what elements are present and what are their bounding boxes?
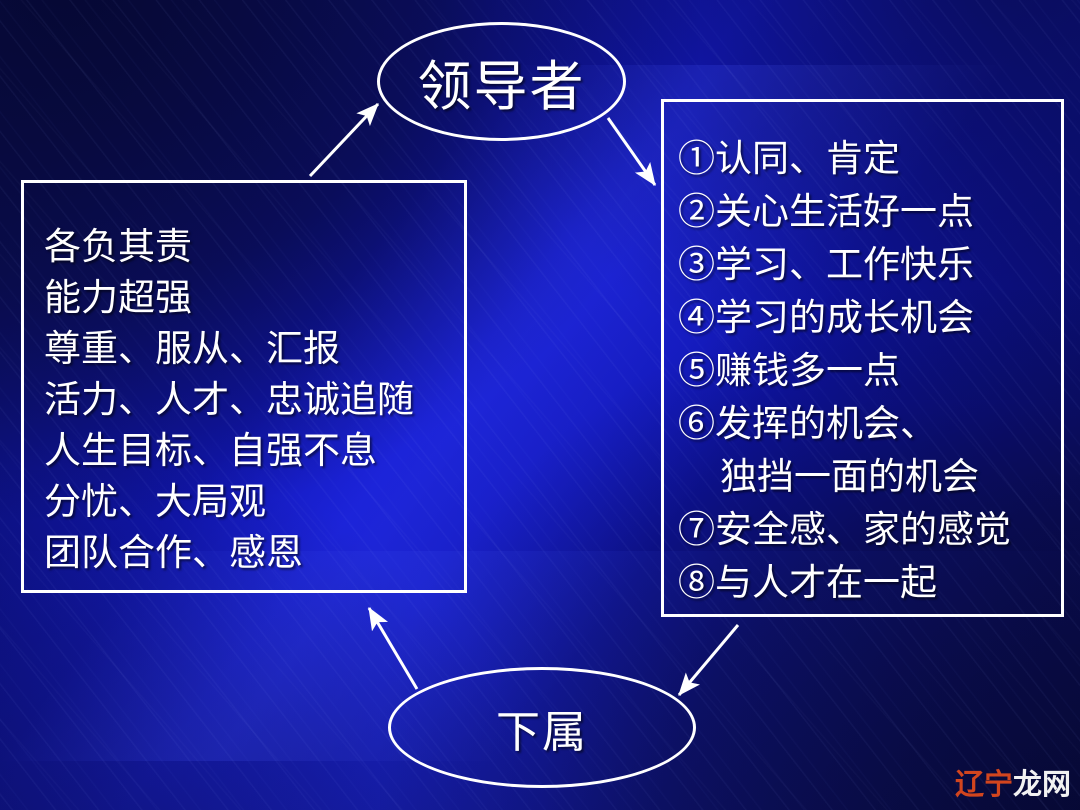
list-item: 人生目标、自强不息	[44, 429, 377, 472]
list-item: ⑤赚钱多一点	[678, 349, 900, 392]
watermark: 辽宁龙网	[955, 770, 1071, 799]
list-item: ⑥发挥的机会、	[678, 402, 937, 445]
list-item: 尊重、服从、汇报	[44, 327, 340, 370]
node-leader[interactable]: 领导者	[377, 22, 626, 141]
list-item: 各负其责	[44, 225, 192, 268]
box-leader-expectations[interactable]: 各负其责 能力超强 尊重、服从、汇报 活力、人才、忠诚追随 人生目标、自强不息 …	[21, 180, 467, 593]
list-item: 独挡一面的机会	[720, 455, 979, 498]
watermark-part-one: 辽宁	[954, 767, 1013, 801]
node-subordinate[interactable]: 下属	[388, 667, 696, 788]
list-item: 活力、人才、忠诚追随	[44, 378, 414, 421]
node-subordinate-label: 下属	[496, 706, 588, 758]
list-item: ④学习的成长机会	[678, 296, 974, 339]
node-leader-label: 领导者	[417, 55, 586, 118]
list-item: ③学习、工作快乐	[678, 243, 974, 286]
subordinate-expectations-list: ①认同、肯定 ②关心生活好一点 ③学习、工作快乐 ④学习的成长机会 ⑤赚钱多一点…	[678, 132, 1061, 609]
watermark-part-two: 龙网	[1012, 767, 1071, 801]
leader-expectations-list: 各负其责 能力超强 尊重、服从、汇报 活力、人才、忠诚追随 人生目标、自强不息 …	[44, 221, 464, 578]
list-item: ⑧与人才在一起	[678, 561, 937, 604]
list-item: 分忧、大局观	[44, 480, 266, 523]
list-item: 能力超强	[44, 276, 192, 319]
list-item: 团队合作、感恩	[44, 531, 303, 574]
list-item: ⑦安全感、家的感觉	[678, 508, 1011, 551]
list-item: ②关心生活好一点	[678, 190, 974, 233]
list-item: ①认同、肯定	[678, 137, 900, 180]
box-subordinate-expectations[interactable]: ①认同、肯定 ②关心生活好一点 ③学习、工作快乐 ④学习的成长机会 ⑤赚钱多一点…	[661, 99, 1064, 617]
